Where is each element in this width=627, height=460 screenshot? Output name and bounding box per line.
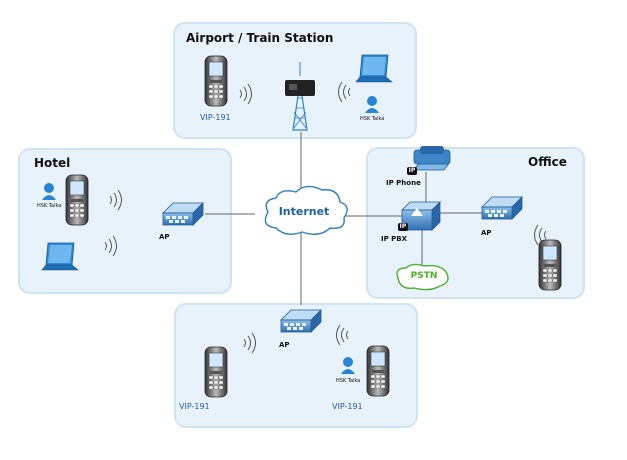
internet-label: Internet	[278, 205, 330, 218]
ip-badge: IP	[407, 167, 417, 175]
ip-phone-label: IP Phone	[386, 179, 421, 187]
cellphone-icon	[366, 345, 390, 397]
wireless-waves-icon	[104, 235, 117, 257]
ip-badge: IP	[398, 223, 408, 231]
cell-tower-icon	[285, 62, 315, 131]
wireless-waves-icon	[243, 332, 256, 354]
internet-cloud	[264, 185, 348, 235]
person-icon	[341, 357, 355, 374]
pstn-cloud	[396, 263, 449, 291]
user-label: HSK Talka	[360, 116, 385, 122]
wireless-waves-icon	[338, 81, 351, 103]
user-label: HSK Talka	[37, 203, 62, 209]
cellphone-icon	[65, 174, 89, 226]
ap-label: AP	[481, 229, 492, 237]
device-label: VIP-191	[332, 402, 363, 411]
device-label: VIP-191	[200, 113, 231, 122]
pstn-label: PSTN	[410, 271, 438, 281]
ap-label: AP	[279, 341, 290, 349]
wireless-waves-icon	[109, 189, 122, 211]
access-point-icon	[481, 196, 523, 220]
device-label: VIP-191	[179, 402, 210, 411]
laptop-icon	[41, 242, 79, 271]
ip-pbx-label: IP PBX	[381, 235, 408, 243]
cellphone-icon	[204, 346, 228, 398]
wireless-waves-icon	[239, 83, 252, 105]
cellphone-icon	[204, 55, 228, 107]
airport-title: Airport / Train Station	[186, 31, 334, 45]
wireless-waves-icon	[336, 324, 349, 346]
laptop-icon	[355, 54, 393, 83]
office-title: Office	[528, 155, 567, 169]
access-point-icon	[162, 202, 204, 226]
access-point-icon	[280, 309, 322, 333]
user-label: HSK Talka	[336, 378, 361, 384]
ip-phone-icon	[413, 146, 451, 171]
cellphone-icon	[538, 239, 562, 291]
hotel-title: Hotel	[34, 156, 71, 170]
person-icon	[42, 183, 56, 200]
person-icon	[365, 96, 379, 113]
ap-label: AP	[159, 233, 170, 241]
ip-pbx-icon	[401, 201, 441, 231]
